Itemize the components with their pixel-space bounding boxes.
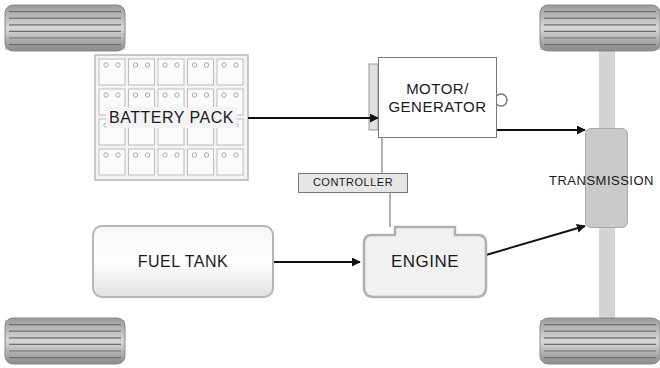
battery-pack: BATTERY PACK — [95, 55, 248, 180]
cell-terminal — [163, 93, 167, 97]
node-label: BATTERY PACK — [106, 107, 237, 128]
cell-terminal — [145, 63, 149, 67]
cell-terminal — [192, 63, 196, 67]
tread-line — [544, 24, 656, 25]
tread-line — [9, 18, 121, 19]
node-label: FUEL TANK — [138, 252, 228, 271]
connector-arrow — [381, 138, 383, 173]
connector-arrow — [389, 193, 391, 227]
battery-cell — [217, 59, 243, 85]
controller-box: CONTROLLER — [298, 173, 408, 193]
motor-end-plate — [369, 64, 378, 130]
motor-generator-box: MOTOR/ GENERATOR — [378, 57, 497, 138]
node-label: ENGINE — [391, 252, 459, 272]
tread-line — [9, 37, 121, 38]
node-label: TRANSMISSION — [549, 173, 654, 189]
fuel-tank: FUEL TANK — [92, 225, 274, 298]
connector-arrow — [486, 226, 585, 255]
tread-line — [544, 331, 656, 332]
tread-line — [544, 44, 656, 45]
tread-line — [544, 337, 656, 338]
transmission-block: TRANSMISSION — [585, 128, 628, 228]
cell-terminal — [104, 93, 108, 97]
tread-line — [544, 324, 656, 325]
cell-terminal — [104, 63, 108, 67]
tread-line — [544, 37, 656, 38]
tread-line — [9, 337, 121, 338]
cell-terminal — [222, 63, 226, 67]
node-label: MOTOR/ GENERATOR — [384, 80, 491, 116]
tread-line — [9, 44, 121, 45]
battery-cell — [99, 149, 125, 175]
battery-cell — [158, 149, 184, 175]
cell-terminal — [222, 93, 226, 97]
cell-terminal — [163, 153, 167, 157]
battery-cell — [217, 149, 243, 175]
tread-line — [544, 18, 656, 19]
battery-cell — [129, 149, 155, 175]
node-label: CONTROLLER — [313, 176, 393, 189]
cell-terminal — [192, 93, 196, 97]
tread-line — [544, 350, 656, 351]
tread-line — [9, 350, 121, 351]
tread-line — [9, 331, 121, 332]
battery-cell — [129, 59, 155, 85]
tire-body — [540, 318, 660, 364]
tire — [540, 318, 660, 364]
connector-arrow — [497, 129, 585, 131]
battery-cell — [188, 59, 214, 85]
cell-terminal — [175, 93, 179, 97]
cell-terminal — [234, 153, 238, 157]
tire — [540, 5, 660, 51]
tread-line — [9, 31, 121, 32]
cell-terminal — [192, 153, 196, 157]
cell-terminal — [222, 153, 226, 157]
tread-line — [9, 357, 121, 358]
cell-terminal — [133, 63, 137, 67]
cell-terminal — [145, 93, 149, 97]
battery-cell — [158, 59, 184, 85]
cell-terminal — [204, 93, 208, 97]
tread-line — [9, 324, 121, 325]
cell-terminal — [145, 153, 149, 157]
cell-terminal — [234, 93, 238, 97]
battery-cell — [99, 59, 125, 85]
cell-terminal — [204, 63, 208, 67]
cell-terminal — [175, 63, 179, 67]
tire-body — [5, 5, 125, 51]
tire — [5, 5, 125, 51]
cell-terminal — [163, 63, 167, 67]
engine-body — [364, 227, 486, 297]
cell-terminal — [234, 63, 238, 67]
tread-line — [9, 344, 121, 345]
tread-line — [544, 344, 656, 345]
connector-arrow — [248, 117, 378, 119]
cell-terminal — [204, 153, 208, 157]
cell-terminal — [116, 153, 120, 157]
tread-line — [9, 24, 121, 25]
cell-terminal — [116, 63, 120, 67]
cell-terminal — [104, 153, 108, 157]
cell-terminal — [133, 93, 137, 97]
battery-cell — [188, 149, 214, 175]
connector-arrow — [274, 261, 360, 263]
battery-housing — [95, 55, 248, 180]
tire-body — [5, 318, 125, 364]
tread-line — [9, 11, 121, 12]
tire-body — [540, 5, 660, 51]
cell-terminal — [116, 93, 120, 97]
cell-terminal — [133, 153, 137, 157]
tire — [5, 318, 125, 364]
tread-line — [544, 11, 656, 12]
engine: ENGINE — [360, 225, 490, 300]
tread-line — [544, 357, 656, 358]
cell-terminal — [175, 153, 179, 157]
tread-line — [544, 31, 656, 32]
